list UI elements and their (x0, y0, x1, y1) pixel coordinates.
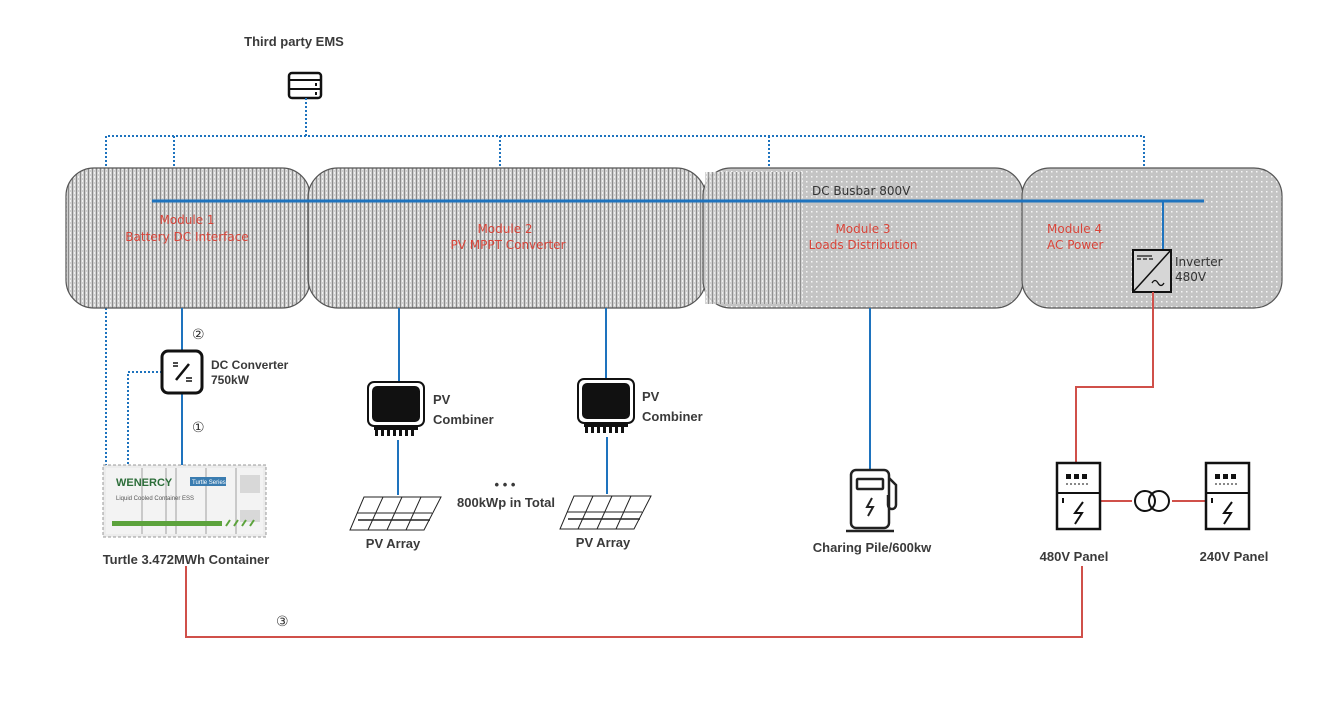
dc-converter-label: DC Converter (211, 358, 289, 372)
module-3-subtitle: Loads Distribution (809, 238, 918, 252)
busbar-label: DC Busbar 800V (812, 184, 911, 198)
container-subtitle: Liquid Cooled Container ESS (116, 496, 194, 502)
pv-array-1-label: PV Array (366, 536, 421, 551)
pv-array-icon-2 (559, 495, 652, 530)
dc-converter-icon (160, 349, 204, 395)
pv-array-2-label: PV Array (576, 535, 631, 550)
inverter-label: Inverter (1175, 255, 1223, 269)
pv-combiner-1-line2: Combiner (433, 412, 494, 427)
inverter-icon (1132, 249, 1172, 293)
ac-lines (185, 292, 1206, 638)
container-brand: WENERCY (116, 477, 173, 489)
panel-240v-label: 240V Panel (1200, 549, 1269, 564)
transformer-icon (1134, 490, 1170, 512)
server-icon (287, 71, 323, 100)
marker-2: ② (192, 327, 205, 343)
module-1-subtitle: Battery DC Interface (125, 230, 248, 244)
marker-3: ③ (276, 614, 289, 630)
pv-total-label: 800kWp in Total (457, 495, 555, 510)
marker-1: ① (192, 420, 205, 436)
module-3-title: Module 3 (835, 222, 890, 236)
panel-480v-icon (1055, 461, 1102, 531)
panel-480v-label: 480V Panel (1040, 549, 1109, 564)
inverter-voltage: 480V (1175, 270, 1207, 284)
module-4-subtitle: AC Power (1047, 238, 1104, 252)
container-label: Turtle 3.472MWh Container (103, 552, 270, 567)
container-series: Turtle Series (192, 480, 226, 486)
charging-pile-label: Charing Pile/600kw (813, 540, 932, 555)
panel-240v-icon (1204, 461, 1251, 531)
module-4-title: Module 4 (1047, 222, 1102, 236)
module-2-subtitle: PV MPPT Converter (451, 238, 566, 252)
module-2-title: Module 2 (477, 222, 532, 236)
charging-pile-icon (846, 468, 898, 533)
dc-converter-rating: 750kW (211, 373, 250, 387)
ems-label: Third party EMS (244, 34, 344, 49)
pv-ellipsis: • • • (495, 477, 516, 492)
pv-combiner-1-line1: PV (433, 392, 451, 407)
pv-combiner-icon-1 (367, 381, 425, 436)
pv-combiner-2-line1: PV (642, 389, 660, 404)
module-1-title: Module 1 (159, 213, 214, 227)
module-3 (702, 167, 1024, 309)
communication-lines (105, 98, 1145, 470)
battery-container-image: WENERCY Turtle Series Liquid Cooled Cont… (102, 464, 267, 538)
pv-combiner-icon-2 (577, 378, 635, 433)
pv-array-icon-1 (349, 496, 442, 531)
pv-combiner-2-line2: Combiner (642, 409, 703, 424)
